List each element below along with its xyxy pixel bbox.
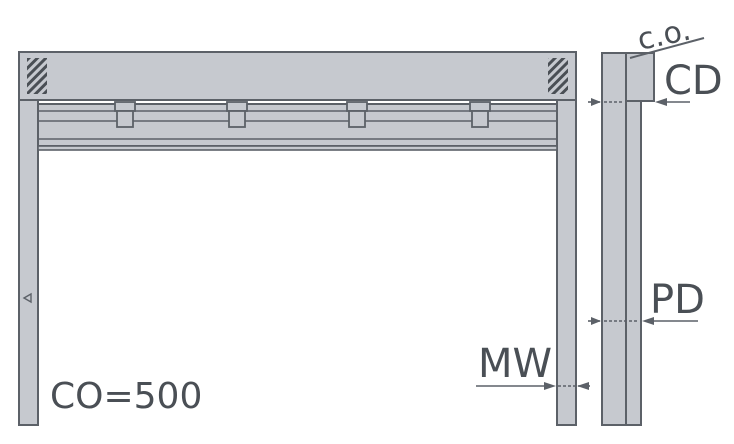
side-view: c.o. CD PD [588, 12, 723, 426]
front-view: MW CO=500 [18, 51, 590, 426]
co-small-label: c.o. [634, 12, 694, 57]
mw-label: MW [478, 341, 552, 387]
left-post [18, 99, 39, 426]
pd-arrow-right [642, 317, 654, 325]
bracket-3 [346, 101, 368, 128]
bracket-1 [114, 101, 136, 128]
hatch-right-icon [548, 58, 568, 94]
co-leader-line [629, 37, 705, 59]
mw-arrow-right [577, 382, 589, 390]
pd-arrow-left [591, 317, 601, 325]
hatch-left-icon [27, 58, 47, 94]
cd-arrow-left [591, 98, 601, 106]
bracket-2 [226, 101, 248, 128]
bottom-bar [37, 145, 558, 151]
cd-arrow-right [655, 98, 667, 106]
mw-arrow-left [544, 382, 556, 390]
header-box [18, 51, 577, 101]
pd-label: PD [650, 277, 705, 323]
bracket-4 [469, 101, 491, 128]
co-value-label: CO=500 [50, 376, 202, 417]
side-column [601, 52, 642, 426]
right-post [556, 99, 577, 426]
side-header-box [625, 52, 655, 102]
cd-label: CD [664, 58, 723, 104]
triangle-left-icon [22, 292, 32, 304]
